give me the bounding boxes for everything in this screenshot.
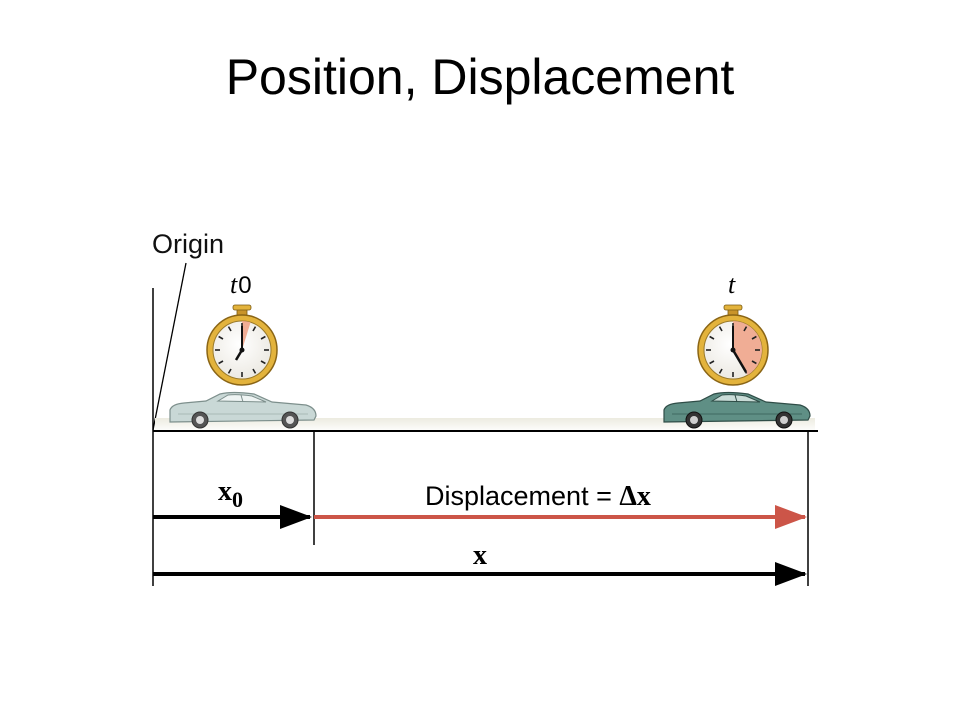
end-car-icon — [663, 391, 811, 429]
slide-title: Position, Displacement — [225, 49, 735, 105]
start-stopwatch-icon — [206, 304, 278, 386]
start-time-label: t0 — [230, 270, 252, 299]
ground-shadow — [155, 418, 815, 432]
origin-pointer-line — [152, 262, 187, 431]
origin-label: Origin — [152, 229, 224, 259]
final-position-label: x — [473, 540, 487, 571]
end-time-label: t — [728, 270, 736, 299]
initial-position-label: x0 — [218, 476, 243, 512]
displacement-label: Displacement = Δx — [425, 481, 651, 512]
start-car-icon — [169, 391, 317, 429]
end-stopwatch-icon — [697, 304, 769, 386]
